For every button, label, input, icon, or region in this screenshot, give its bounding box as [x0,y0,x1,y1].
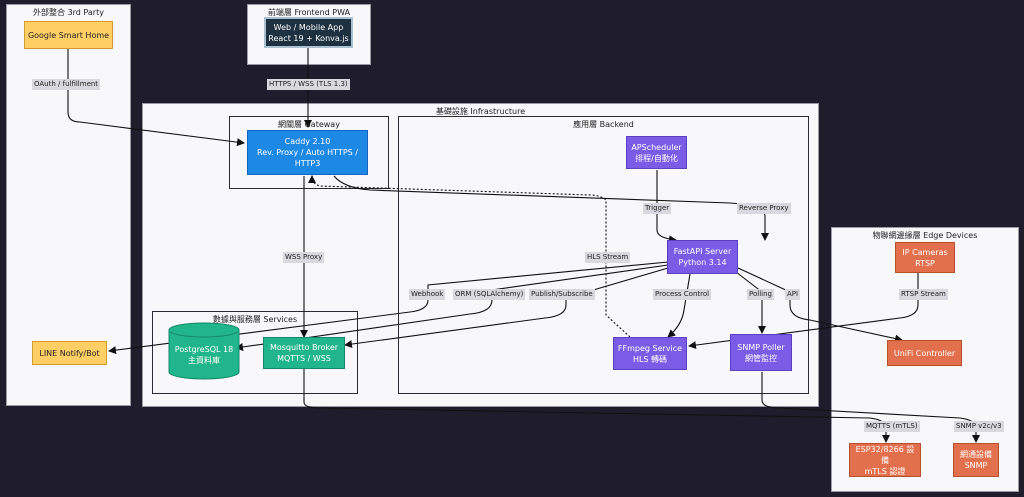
node-netdev-line1: 網通設備 [960,450,992,459]
edge-google-caddy [67,49,245,147]
node-esp-devices: ESP32/8266 設備 mTLS 認證 [849,443,921,477]
node-esp-line1: ESP32/8266 設備 [855,444,915,465]
node-mosquitto-line2: MQTTS / WSS [277,354,331,363]
node-unifi-label: UniFi Controller [893,348,956,358]
node-mosquitto-line1: Mosquitto Broker [269,343,339,352]
node-webapp-line1: Web / Mobile App [273,22,344,32]
edge-label-snmp: SNMP v2c/v3 [954,421,1004,432]
node-esp-line2: mTLS 認證 [864,466,906,476]
cluster-backend-title: 應用層 Backend [573,120,634,129]
edge-label-oauth: OAuth / fulfillment [32,79,101,90]
node-ffmpeg: FFmpeg Service HLS 轉碼 [613,337,687,370]
edge-label-webhook: Webhook [409,289,446,300]
node-network-devices: 網通設備 SNMP [953,443,999,477]
node-line-notify: LINE Notify/Bot [32,341,107,365]
node-postgresql: PostgreSQL 18 主資料庫 [168,344,240,366]
node-caddy-line1: Caddy 2.10 [284,137,331,146]
node-line-label: LINE Notify/Bot [39,348,100,358]
node-snmp-line2: 網管監控 [745,353,777,363]
edge-fastapi-ffmpeg [667,273,691,338]
cluster-edge-title: 物聯網邊緣層 Edge Devices [872,231,978,240]
node-apscheduler: APScheduler 排程/自動化 [626,136,687,169]
node-ipcam-line2: RTSP [915,258,935,268]
node-postgres-line2: 主資料庫 [188,356,220,365]
node-fastapi-line1: FastAPI Server [673,247,732,256]
node-web-mobile-app: Web / Mobile App React 19 + Konva.js [264,17,353,48]
node-ipcam-line1: IP Cameras [902,247,948,257]
edge-label-https: HTTPS / WSS (TLS 1.3) [267,79,350,90]
node-caddy: Caddy 2.10 Rev. Proxy / Auto HTTPS / HTT… [247,130,368,175]
edge-aps-fastapi [656,170,677,244]
node-caddy-line3: HTTP3 [294,159,321,168]
edge-label-mqtts: MQTTS (mTLS) [864,421,920,432]
edge-label-pubsub: Publish/Subscribe [529,289,595,300]
edge-caddy-fastapi [333,175,769,241]
node-unifi-controller: UniFi Controller [887,340,962,366]
node-snmp-line1: SNMP Poller [737,342,785,352]
postgres-cylinder-icon [168,322,240,380]
node-fastapi: FastAPI Server Python 3.14 [667,240,738,274]
edge-ipcam-ffmpeg [688,273,919,350]
node-apscheduler-line1: APScheduler [631,142,682,152]
edge-label-orm: ORM (SQLAlchemy) [453,289,526,300]
node-fastapi-line2: Python 3.14 [678,258,727,267]
node-apscheduler-line2: 排程/自動化 [635,153,678,163]
node-google-smart-home: Google Smart Home [24,21,113,49]
edge-label-process-control: Process Control [653,289,712,300]
edge-fastapi-snmp [735,271,766,334]
edge-label-polling: Polling [747,289,774,300]
edge-fastapi-mosquitto [344,267,669,349]
cluster-frontend-title: 前端層 Frontend PWA [267,8,351,17]
cluster-infrastructure-title: 基礎設施 Infrastructure [435,107,526,116]
edge-label-reverse-proxy: Reverse Proxy [737,203,791,214]
edge-ffmpeg-caddy [308,175,631,338]
edge-label-rtsp-stream: RTSP Stream [899,289,948,300]
edge-fastapi-line [108,261,669,355]
node-snmp-poller: SNMP Poller 網管監控 [730,334,792,371]
node-mosquitto: Mosquitto Broker MQTTS / WSS [263,337,345,369]
node-ffmpeg-line1: FFmpeg Service [617,343,683,353]
edge-label-hls-stream: HLS Stream [585,252,631,263]
node-ffmpeg-line2: HLS 轉碼 [632,354,668,364]
edge-label-wss-proxy: WSS Proxy [283,252,325,263]
edge-fastapi-unifi [737,267,903,343]
cluster-third-party-title: 外部整合 3rd Party [33,8,104,17]
edge-fastapi-postgres [235,264,669,351]
edge-label-trigger: Trigger [643,203,672,214]
node-webapp-line2: React 19 + Konva.js [268,33,349,43]
node-caddy-line2: Rev. Proxy / Auto HTTPS / [257,148,358,157]
edge-mosquitto-esp [303,369,890,443]
cluster-services-title: 數據與服務層 Services [212,315,298,324]
node-postgres-line1: PostgreSQL 18 [174,345,234,354]
edge-label-api: API [785,289,801,300]
node-netdev-line2: SNMP [964,461,988,470]
node-google-label: Google Smart Home [27,30,110,40]
node-ip-cameras: IP Cameras RTSP [895,242,955,273]
